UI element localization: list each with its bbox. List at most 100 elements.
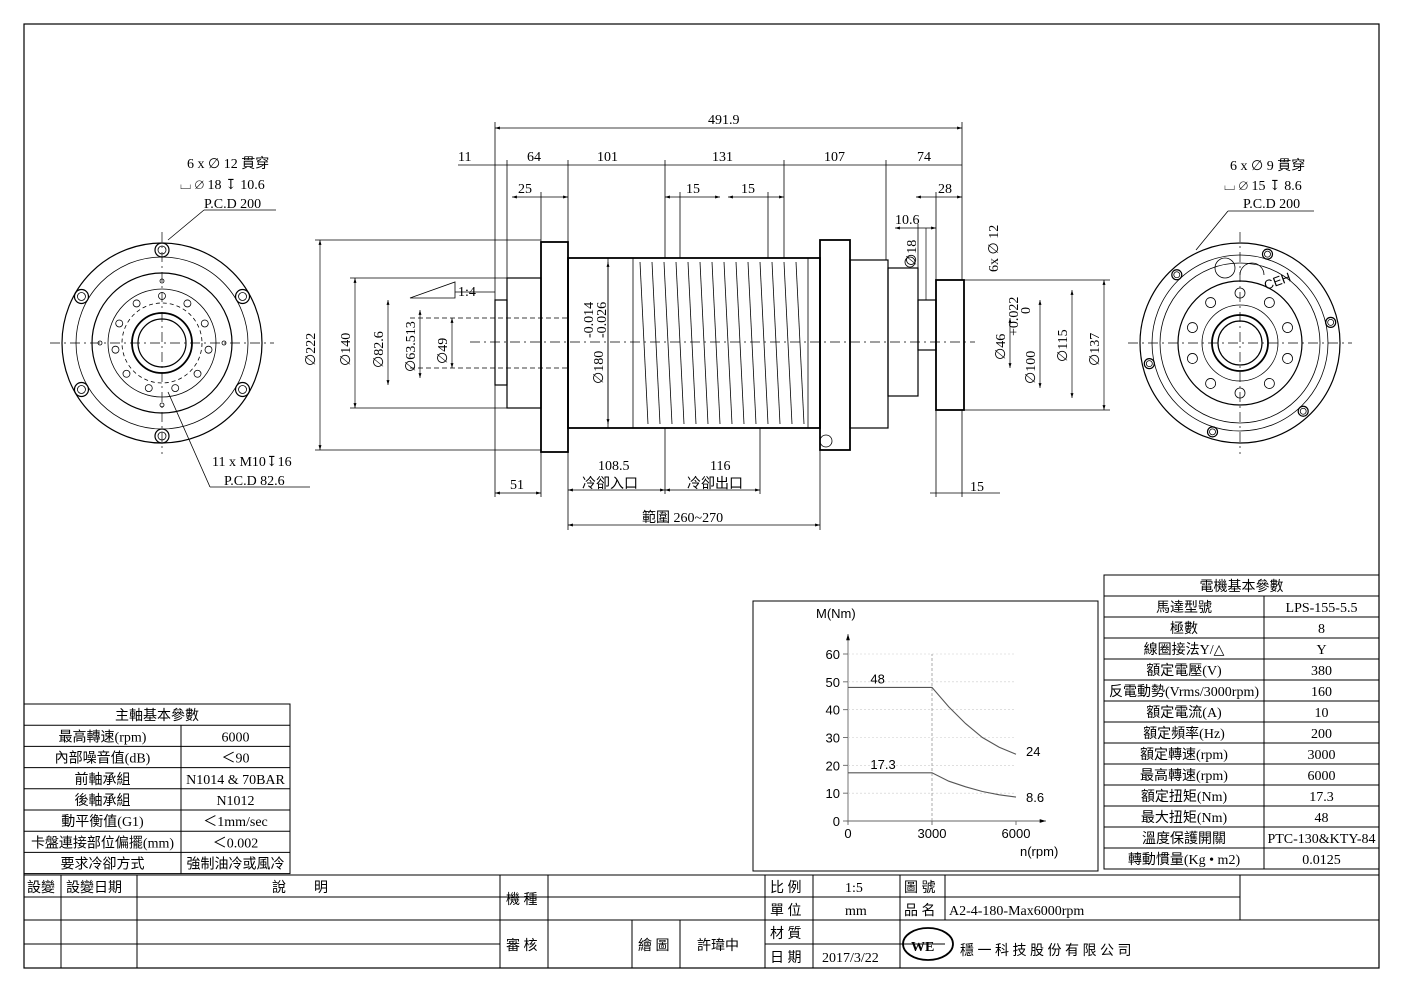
x-tick-label: 0 — [844, 826, 851, 841]
tapped-hole — [193, 369, 202, 378]
left-bolt-note-1: 11 x M10↧16 — [212, 455, 292, 470]
bolt-hole — [1173, 271, 1181, 279]
y-tick-label: 10 — [826, 786, 840, 801]
spindle-row-value: ＜0.002 — [213, 836, 259, 851]
right-end-view: CEH — [1128, 232, 1352, 454]
drawn-by-value: 許瑋中 — [697, 938, 739, 954]
left-pcd-note: P.C.D 200 — [204, 197, 261, 212]
tol-46-upper: +0.022 — [1007, 297, 1022, 336]
small-hole — [1205, 297, 1217, 308]
dim-51: 51 — [510, 478, 524, 493]
dim-131: 131 — [712, 150, 733, 165]
bolt-hole — [238, 385, 247, 394]
small-hole — [1234, 287, 1246, 299]
coil-line — [699, 261, 709, 425]
spindle-row-label: 前軸承組 — [75, 771, 131, 788]
bolt-hole — [1297, 405, 1309, 417]
machine-label: 機 種 — [506, 892, 538, 908]
right-hole-note-1: 6 x ∅ 9 貫穿 — [1230, 158, 1305, 174]
dia-100: ∅100 — [1024, 351, 1039, 384]
spindle-row-label: 動平衡值(G1) — [61, 814, 144, 830]
dia-222: ∅222 — [304, 333, 319, 366]
bolt-hole — [234, 381, 251, 398]
y-tick-label: 50 — [826, 675, 840, 690]
coil-line — [771, 261, 781, 425]
small-hole — [159, 278, 165, 284]
bolt-hole — [1261, 248, 1274, 260]
x-axis-label: n(rpm) — [1020, 844, 1058, 859]
annotation-max-torque: 48 — [870, 671, 884, 686]
motor-row-label: 額定電流(A) — [1146, 705, 1222, 721]
motor-row-label: 線圈接法Y/△ — [1144, 641, 1225, 658]
small-hole — [1282, 322, 1293, 333]
dia-180: ∅180 — [592, 351, 607, 384]
spindle-row-value: ＜1mm/sec — [203, 815, 268, 830]
date-value: 2017/3/22 — [822, 951, 879, 966]
bolt-hole — [154, 428, 170, 444]
small-hole — [97, 340, 103, 346]
motor-row-label: 極數 — [1170, 621, 1198, 637]
small-hole — [1263, 297, 1275, 308]
annotation-max-end: 24 — [1026, 744, 1040, 759]
coil-line — [639, 261, 649, 425]
spindle-row-value: ＜90 — [222, 752, 250, 767]
series-line-1 — [848, 686, 1017, 755]
spindle-row-label: 卡盤連接部位偏擺(mm) — [31, 834, 174, 851]
dim-64: 64 — [527, 150, 541, 165]
motor-row-label: 反電動勢(Vrms/3000rpm) — [1109, 684, 1259, 700]
drawn-by-label: 繪 圖 — [638, 937, 670, 954]
dimension-lines — [315, 122, 1110, 530]
company-logo — [902, 927, 954, 961]
bolt-hole — [77, 292, 86, 301]
x-tick-label: 3000 — [918, 826, 947, 841]
tol-46-lower: 0 — [1019, 307, 1034, 314]
tapped-hole — [200, 319, 209, 328]
bolt-hole — [157, 245, 167, 255]
side-view — [410, 239, 975, 453]
small-hole — [1234, 387, 1246, 399]
hole-6x12: 6x ∅ 12 — [987, 225, 1002, 272]
title-block — [24, 874, 1379, 968]
tapped-hole — [158, 292, 166, 300]
left-bolt-leader — [167, 391, 211, 488]
motor-row-value: 17.3 — [1309, 790, 1334, 805]
header-description: 說 明 — [272, 879, 328, 896]
motor-row-value: 0.0125 — [1302, 853, 1341, 868]
dim-28: 28 — [938, 182, 952, 197]
motor-row-value: 3000 — [1308, 748, 1336, 763]
bolt-hole — [1206, 426, 1219, 438]
spindle-row-value: N1012 — [216, 794, 254, 809]
coil-line — [675, 261, 685, 425]
dim-overall: 491.9 — [708, 113, 740, 128]
right-logo-text: CEH — [1262, 269, 1293, 292]
series-line-2 — [848, 772, 1017, 798]
drawing-number-label: 圖 號 — [904, 880, 936, 896]
motor-row-label: 額定扭矩(Nm) — [1141, 789, 1228, 805]
left-end-view — [50, 232, 274, 454]
dim-101: 101 — [597, 150, 618, 165]
bolt-hole — [1145, 360, 1153, 368]
bolt-hole — [1327, 318, 1335, 326]
dim-15c: 15 — [970, 480, 984, 495]
motor-row-label: 轉動慣量(Kg • m2) — [1128, 851, 1241, 868]
motor-row-value: 200 — [1311, 727, 1332, 742]
x-tick-label: 6000 — [1002, 826, 1031, 841]
tapped-hole — [144, 384, 153, 392]
bolt-hole — [1325, 316, 1337, 328]
dim-15a: 15 — [686, 182, 700, 197]
date-label: 日 期 — [770, 950, 802, 966]
cooling-outlet-label: 冷卻出口 — [687, 476, 743, 492]
y-tick-label: 0 — [833, 814, 840, 829]
coil-line — [687, 261, 697, 425]
motor-row-label: 溫度保護開關 — [1142, 831, 1226, 847]
motor-table-title: 電機基本參數 — [1200, 578, 1284, 595]
bolt-hole — [1143, 358, 1155, 370]
bolt-hole — [73, 381, 90, 398]
spindle-row-label: 內部噪音值(dB) — [55, 750, 151, 767]
coil-line — [711, 261, 721, 425]
dia-46: ∅46 — [994, 334, 1009, 360]
